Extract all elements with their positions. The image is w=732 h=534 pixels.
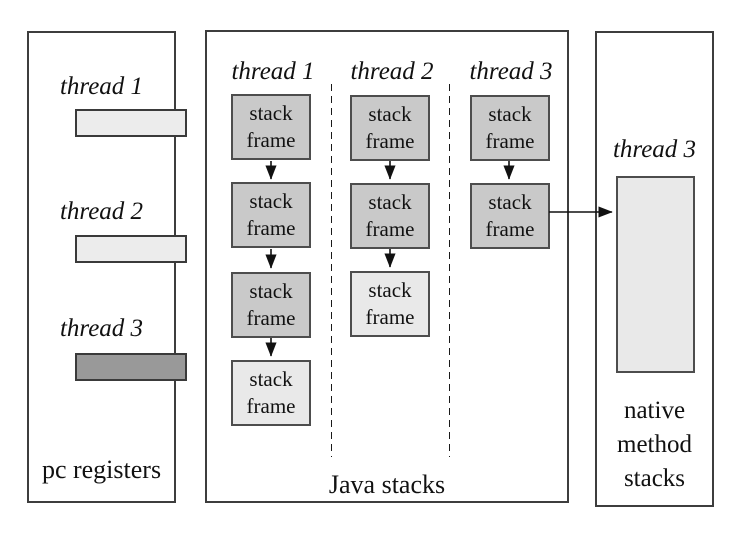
- pc-thread-2-label: thread 2: [59, 198, 144, 225]
- stack-frame-t3-1: stack frame: [470, 95, 550, 161]
- pc-register-thread-2: [75, 235, 187, 263]
- stack-frame-t2-2: stack frame: [350, 183, 430, 249]
- stack-frame-t3-2: stack frame: [470, 183, 550, 249]
- native-method-stacks-title: native method stacks: [617, 397, 692, 492]
- stack-frame-t1-4: stack frame: [231, 360, 311, 426]
- stack-frame-t1-2: stack frame: [231, 182, 311, 248]
- java-stacks-title: Java stacks: [328, 470, 446, 499]
- native-stack-thread-3: [616, 176, 695, 373]
- stack-frame-t1-3: stack frame: [231, 272, 311, 338]
- native-thread-3-label: thread 3: [612, 136, 697, 163]
- pc-thread-1-label: thread 1: [59, 73, 144, 100]
- pc-registers-box: thread 1 thread 2 thread 3 pc registers: [27, 31, 187, 503]
- stack-frame-t1-1: stack frame: [231, 94, 311, 160]
- java-stacks-thread-2-label: thread 2: [350, 58, 434, 85]
- java-stacks-thread-3-label: thread 3: [469, 58, 553, 85]
- pc-thread-3-label: thread 3: [59, 315, 144, 342]
- pc-register-thread-3: [75, 353, 187, 381]
- pc-register-thread-1: [75, 109, 187, 137]
- thread-divider-2: [449, 84, 450, 457]
- thread-divider-1: [331, 84, 332, 457]
- java-stacks-box: thread 1 stack frame stack frame stack f…: [205, 30, 569, 503]
- stack-frame-t2-3: stack frame: [350, 271, 430, 337]
- java-stacks-thread-1-label: thread 1: [231, 58, 315, 85]
- pc-registers-title: pc registers: [41, 455, 162, 484]
- stack-frame-t2-1: stack frame: [350, 95, 430, 161]
